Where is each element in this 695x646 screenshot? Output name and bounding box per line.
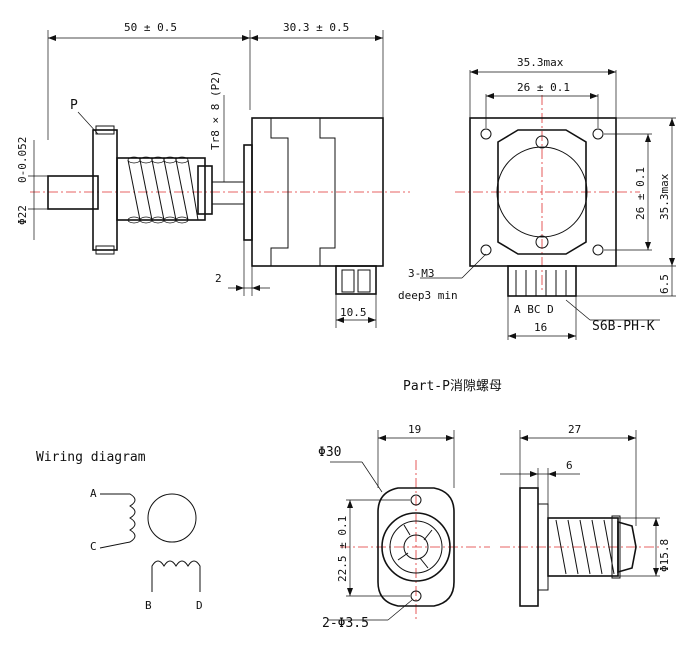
wiring-lead-d: D bbox=[196, 599, 203, 612]
part-p-callout: P bbox=[70, 98, 78, 113]
connector-pins: A BC D bbox=[514, 303, 554, 316]
dim-shaft-tol: 0-0.052 bbox=[16, 137, 29, 183]
wiring-lead-a: A bbox=[90, 487, 97, 500]
wiring-lead-c: C bbox=[90, 540, 97, 553]
part-p-dim-spring: Φ15.8 bbox=[658, 539, 671, 572]
dim-body-label: 30.3 ± 0.5 bbox=[283, 21, 349, 34]
dim-flange-label: 2 bbox=[215, 272, 222, 285]
side-view: 50 ± 0.5 30.3 ± 0.5 bbox=[16, 21, 410, 328]
dim-max-width-label: 35.3max bbox=[517, 56, 564, 69]
part-p-front-view: 19 Φ30 22.5 ± 0.1 2-Φ3.5 bbox=[318, 423, 490, 631]
dim-shaft-label: Φ22 bbox=[16, 205, 29, 225]
rotor-circle bbox=[147, 493, 197, 543]
part-p-side-view: 27 6 Φ15.8 bbox=[500, 423, 671, 607]
part-p-dim-length: 27 bbox=[568, 423, 581, 436]
dim-max-height-label: 35.3max bbox=[658, 173, 671, 220]
screw-label-1: 3-M3 bbox=[408, 267, 435, 280]
thread-label: Tr8 × 8 (P2) bbox=[209, 71, 222, 150]
part-p-title: Part-P消隙螺母 bbox=[403, 379, 502, 394]
dim-shaft-main: Φ22 bbox=[16, 205, 29, 225]
dim-hole-spacing-label: 26 ± 0.1 bbox=[517, 81, 570, 94]
wiring-diagram: Wiring diagram A C B D bbox=[36, 450, 203, 612]
dim-length-label: 50 ± 0.5 bbox=[124, 21, 177, 34]
part-p-dim-width: 19 bbox=[408, 423, 421, 436]
wiring-lead-b: B bbox=[145, 599, 152, 612]
part-p-hole-label: 2-Φ3.5 bbox=[322, 616, 369, 631]
dim-conn-offset-label: 6.5 bbox=[658, 274, 671, 294]
connector-part-label: S6B-PH-K bbox=[592, 319, 655, 334]
wiring-title: Wiring diagram bbox=[36, 450, 146, 465]
part-p-dim-flange: 6 bbox=[566, 459, 573, 472]
dim-hole-spacing-v-label: 26 ± 0.1 bbox=[634, 167, 647, 220]
dim-connector-w-label: 16 bbox=[534, 321, 547, 334]
screw-label-2: deep3 min bbox=[398, 289, 458, 302]
part-p-dim-hole-spacing: 22.5 ± 0.1 bbox=[336, 516, 349, 582]
dim-connector-label: 10.5 bbox=[340, 306, 367, 319]
end-view: 35.3max 26 ± 0.1 26 ± 0.1 35.3max 6.5 3-… bbox=[398, 56, 676, 340]
part-p-dim-outer: Φ30 bbox=[318, 445, 341, 460]
